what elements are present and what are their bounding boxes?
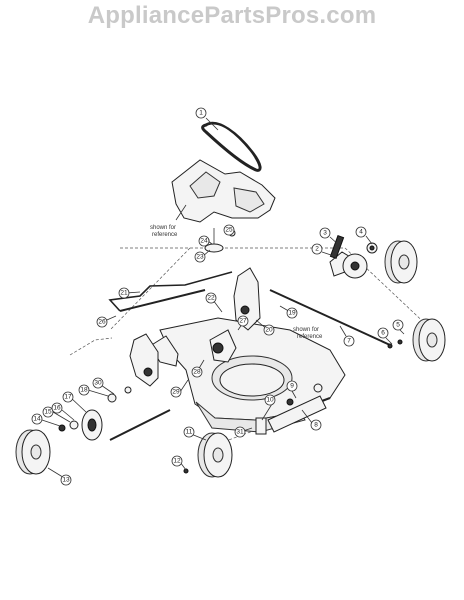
callout-13: 13 <box>60 474 72 486</box>
svg-text:14: 14 <box>33 416 41 423</box>
svg-text:13: 13 <box>62 477 70 484</box>
svg-text:21: 21 <box>120 290 128 297</box>
callout-4: 4 <box>355 226 367 238</box>
callout-24: 24 <box>198 235 210 247</box>
svg-text:15: 15 <box>44 409 52 416</box>
watermark-text: AppliancePartsPros.com <box>87 2 377 29</box>
belt-cover <box>171 159 276 223</box>
reference-note-2: shown for reference <box>293 327 323 340</box>
svg-text:4: 4 <box>359 229 363 236</box>
callout-28: 28 <box>191 366 203 378</box>
svg-text:20: 20 <box>265 327 273 334</box>
svg-text:6: 6 <box>381 330 385 337</box>
svg-text:11: 11 <box>186 429 193 436</box>
callout-29: 29 <box>170 386 182 398</box>
svg-text:22: 22 <box>207 295 215 302</box>
svg-text:10: 10 <box>266 397 274 404</box>
callout-22: 22 <box>205 292 217 304</box>
svg-text:17: 17 <box>64 394 72 401</box>
callout-9: 9 <box>286 380 298 392</box>
height-adjuster-plates <box>129 267 261 387</box>
mower-deck <box>149 317 346 433</box>
callout-1: 1 <box>195 107 207 119</box>
callout-3: 3 <box>319 227 331 239</box>
svg-text:30: 30 <box>94 380 102 387</box>
wheel-front-right <box>387 318 446 362</box>
svg-text:7: 7 <box>347 338 351 345</box>
callout-10: 10 <box>264 394 276 406</box>
svg-text:28: 28 <box>193 369 201 376</box>
svg-text:1: 1 <box>199 110 203 117</box>
wheel-left <box>15 429 51 475</box>
svg-text:31: 31 <box>236 429 244 436</box>
transmission-assembly <box>329 234 378 279</box>
svg-text:5: 5 <box>396 322 400 329</box>
front-axle-bracket <box>255 383 327 435</box>
svg-text:shown for: shown for <box>293 327 319 333</box>
svg-text:29: 29 <box>172 389 180 396</box>
left-gear-assembly <box>58 386 132 441</box>
callout-6: 6 <box>377 327 389 339</box>
callout-25: 25 <box>223 224 235 236</box>
callout-20: 20 <box>263 324 275 336</box>
callout-7: 7 <box>343 335 355 347</box>
svg-text:shown for: shown for <box>150 225 176 231</box>
callout-15: 15 <box>42 406 54 418</box>
callout-19: 19 <box>286 307 298 319</box>
wheel-rear-right <box>384 240 418 284</box>
callout-31: 31 <box>234 426 246 438</box>
svg-text:23: 23 <box>196 254 204 261</box>
callout-18: 18 <box>78 384 90 396</box>
svg-text:2: 2 <box>315 246 319 253</box>
callout-26: 26 <box>96 316 108 328</box>
drive-belt <box>201 121 262 172</box>
callout-11: 11 <box>183 426 195 438</box>
callout-14: 14 <box>31 413 43 425</box>
reference-note-1: shown for reference <box>150 225 178 238</box>
callout-2: 2 <box>311 243 323 255</box>
svg-text:18: 18 <box>80 387 88 394</box>
svg-text:24: 24 <box>200 238 208 245</box>
callout-12: 12 <box>171 455 183 467</box>
svg-text:19: 19 <box>288 310 296 317</box>
svg-text:9: 9 <box>290 383 294 390</box>
svg-text:26: 26 <box>98 319 106 326</box>
callout-27: 27 <box>237 315 249 327</box>
callout-8: 8 <box>310 419 322 431</box>
svg-text:12: 12 <box>173 458 181 465</box>
callout-23: 23 <box>194 251 206 263</box>
svg-text:3: 3 <box>323 230 327 237</box>
svg-text:16: 16 <box>53 405 61 412</box>
callout-21: 21 <box>118 287 130 299</box>
wheel-front-center <box>183 432 233 478</box>
svg-text:8: 8 <box>314 422 318 429</box>
svg-text:25: 25 <box>225 227 233 234</box>
callout-5: 5 <box>392 319 404 331</box>
callout-16: 16 <box>51 402 63 414</box>
svg-text:reference: reference <box>152 232 178 238</box>
svg-text:27: 27 <box>239 318 247 325</box>
callout-17: 17 <box>62 391 74 403</box>
svg-text:reference: reference <box>297 334 323 340</box>
callout-30: 30 <box>92 377 104 389</box>
